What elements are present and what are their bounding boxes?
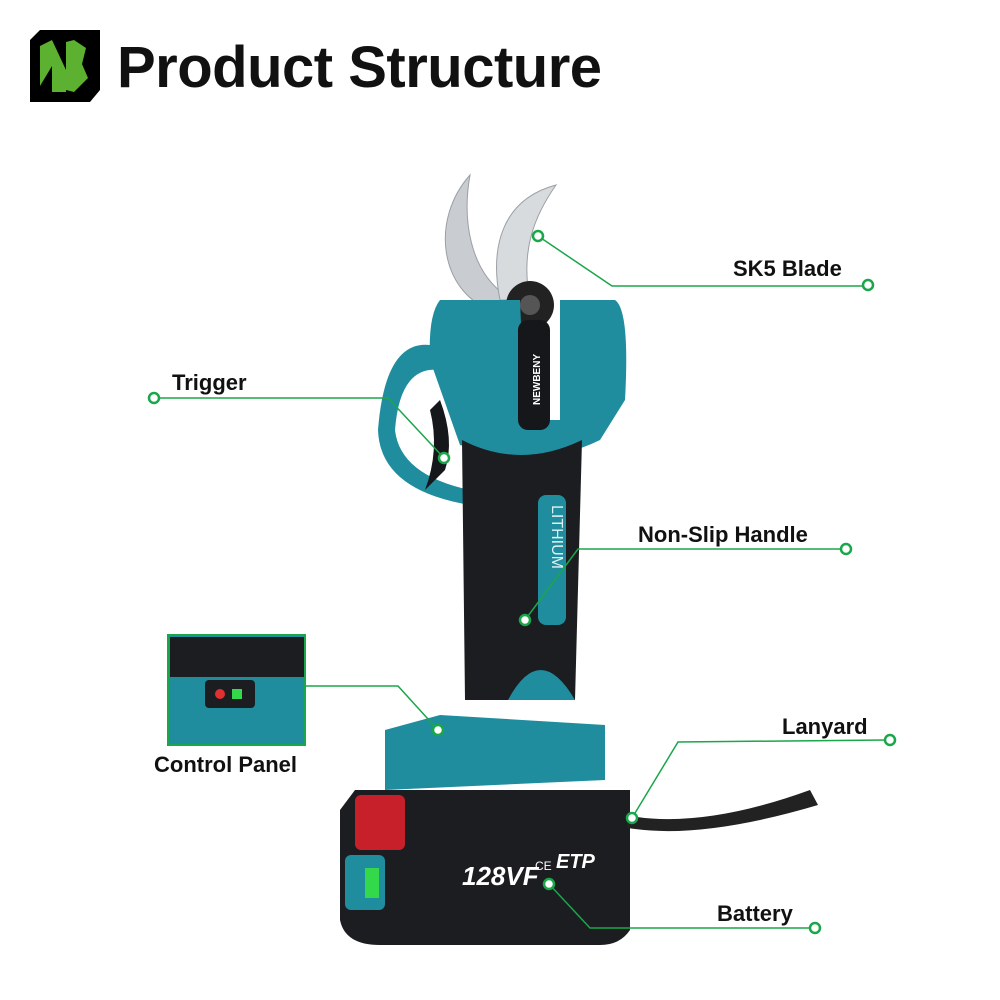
tool-head — [429, 300, 627, 457]
callout-trigger: Trigger — [172, 370, 247, 395]
callout-control-panel: Control Panel — [154, 752, 298, 777]
battery-brand: ETP — [556, 851, 596, 873]
battery-voltage: 128VF — [462, 861, 540, 891]
callout-dots — [147, 229, 897, 935]
callout-lines — [158, 235, 887, 929]
ce-mark: CE — [535, 859, 552, 873]
control-panel-inset — [167, 634, 306, 746]
battery-top — [385, 715, 605, 790]
brand-logo — [30, 30, 100, 102]
callout-lanyard: Lanyard — [782, 714, 868, 739]
callout-non-slip-handle: Non-Slip Handle — [638, 522, 808, 547]
callout-battery: Battery — [717, 901, 793, 926]
trigger — [425, 400, 449, 490]
page-title: Product Structure — [117, 35, 602, 100]
head-brand-text: NEWBENY — [532, 354, 543, 405]
battery — [340, 790, 630, 945]
callout-sk5-blade: SK5 Blade — [733, 256, 842, 281]
blade — [444, 173, 558, 329]
handle-text: LITHIUM — [548, 505, 565, 569]
lanyard — [625, 790, 818, 832]
